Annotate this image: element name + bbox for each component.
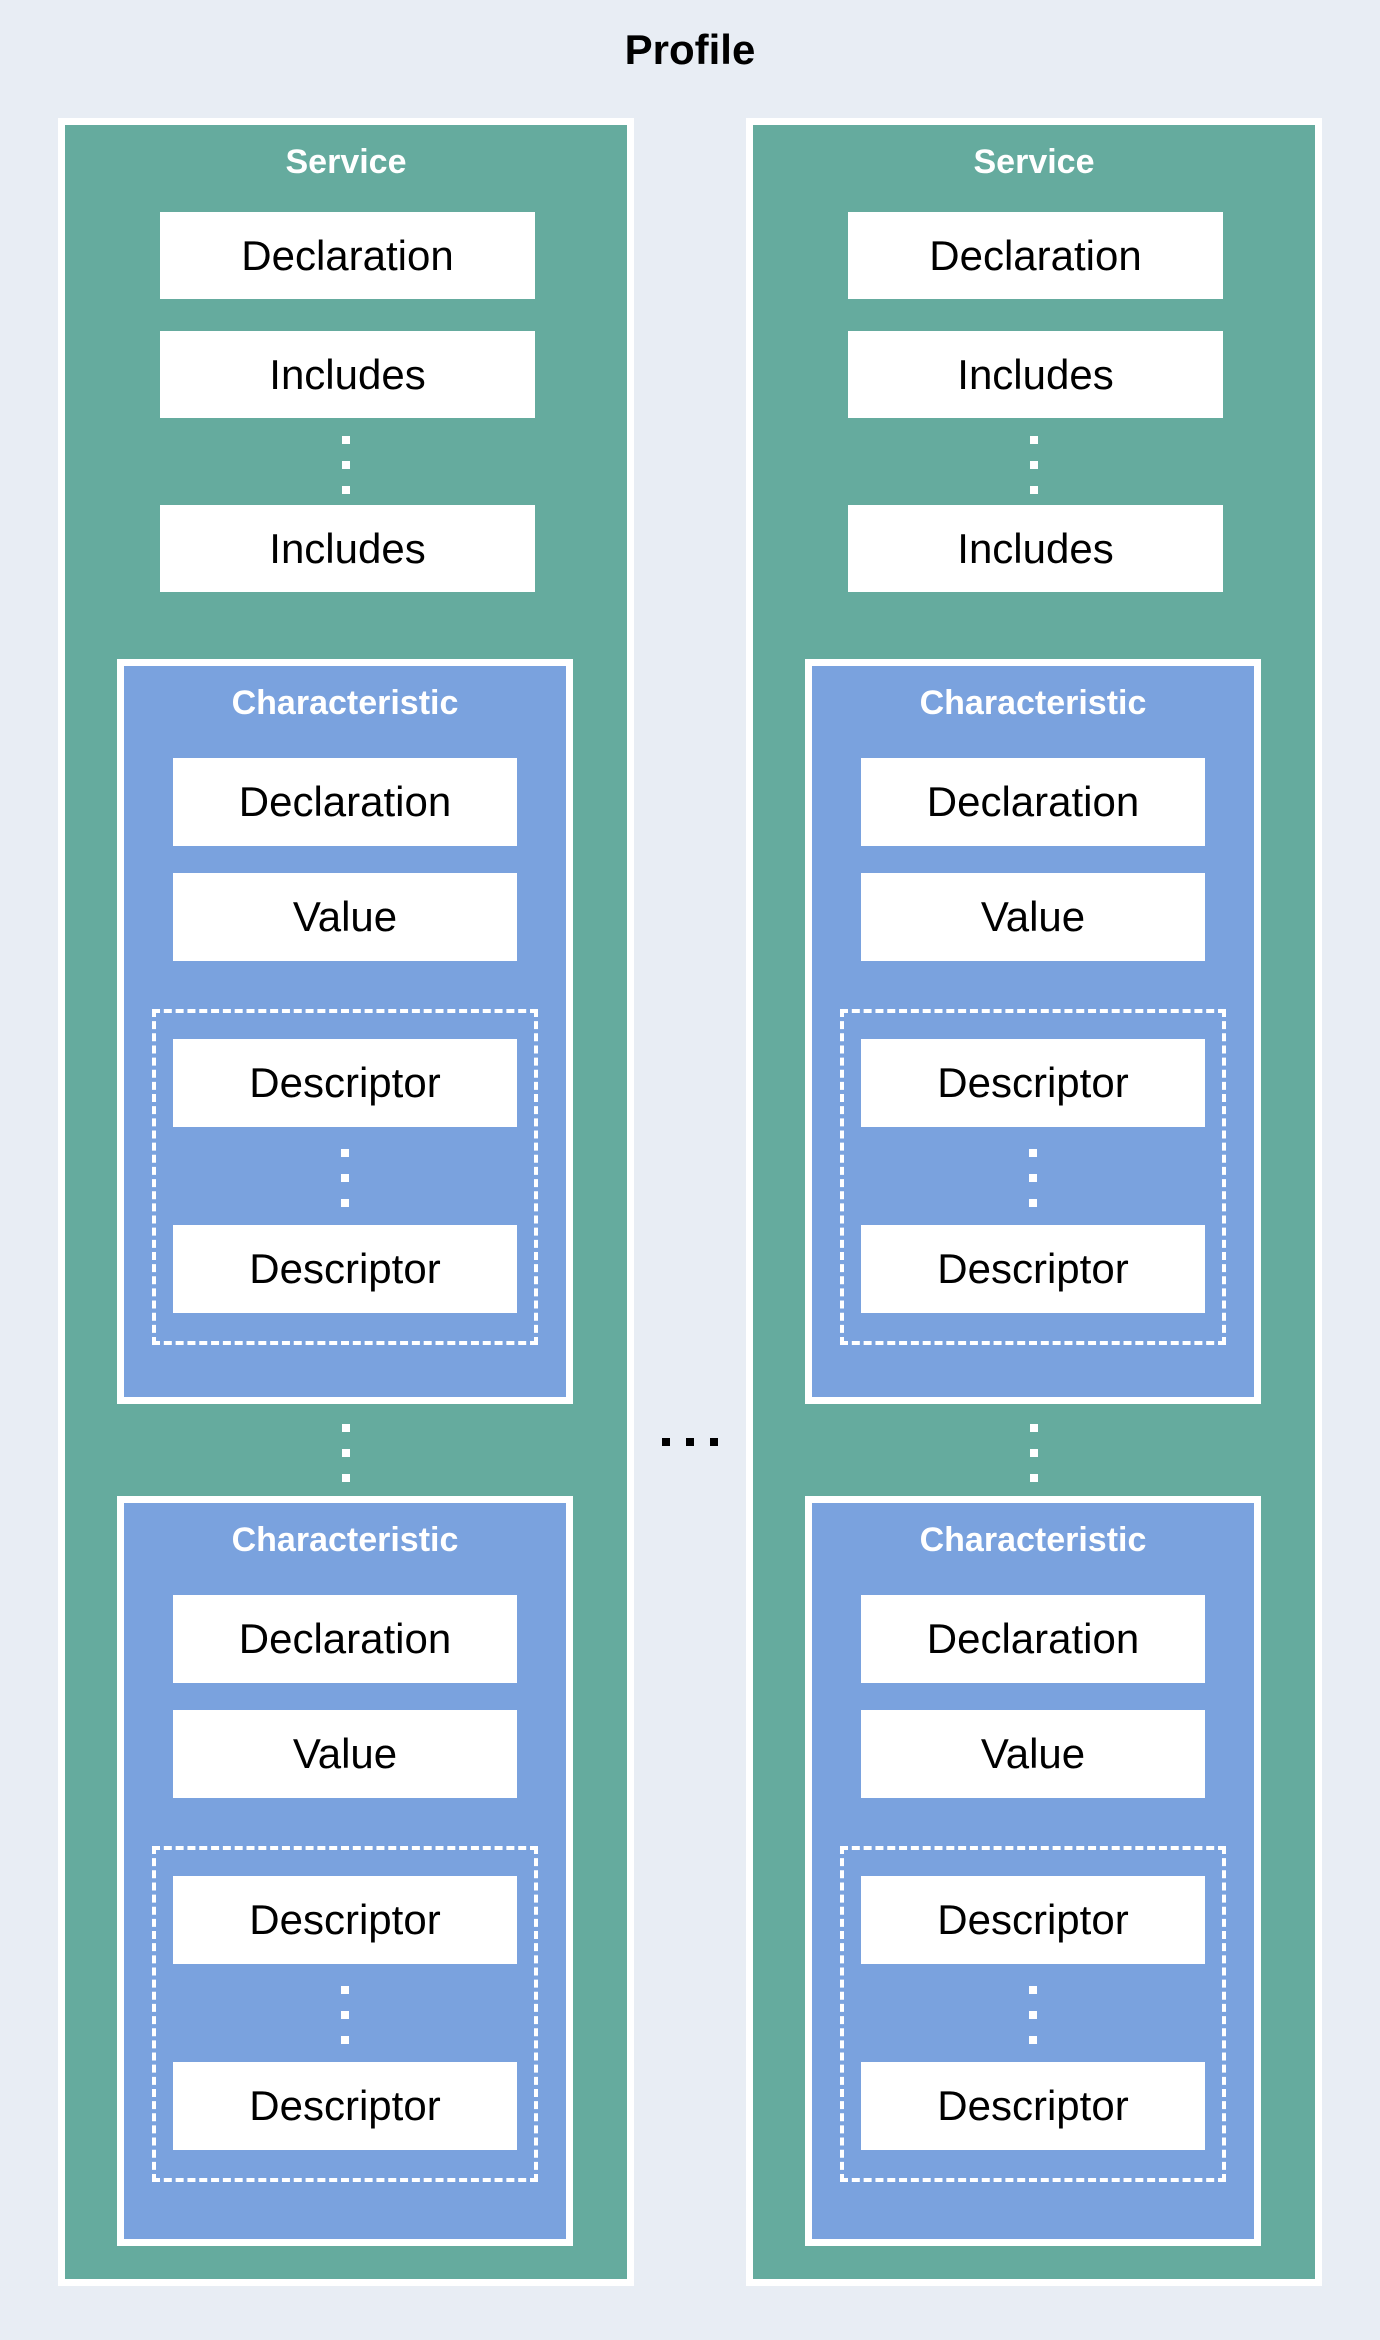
characteristic-value-box: Value — [861, 1710, 1205, 1798]
ellipsis-dot — [1029, 1986, 1037, 1994]
ellipsis-dot — [1029, 1199, 1037, 1207]
ellipsis-dot — [341, 2011, 349, 2019]
descriptor-group: Descriptor Descriptor — [840, 1009, 1226, 1345]
vertical-ellipsis-icon — [65, 436, 627, 494]
ellipsis-dot — [1030, 1474, 1038, 1482]
service-includes-box: Includes — [848, 331, 1223, 418]
descriptor-group: Descriptor Descriptor — [152, 1009, 538, 1345]
ellipsis-dot — [1029, 1174, 1037, 1182]
ellipsis-dot — [341, 1986, 349, 1994]
characteristic-value-box: Value — [861, 873, 1205, 961]
ellipsis-dot — [342, 486, 350, 494]
ellipsis-dot — [1030, 1449, 1038, 1457]
service-declaration-box: Declaration — [848, 212, 1223, 299]
descriptor-box: Descriptor — [861, 1876, 1205, 1964]
service-box: Service Declaration Includes Includes Ch… — [746, 118, 1322, 2286]
descriptor-box: Descriptor — [861, 2062, 1205, 2150]
ellipsis-dot — [342, 1424, 350, 1432]
ellipsis-dot — [1029, 2036, 1037, 2044]
service-includes-box: Includes — [848, 505, 1223, 592]
service-includes-box: Includes — [160, 331, 535, 418]
ellipsis-dot — [1030, 486, 1038, 494]
service-box: Service Declaration Includes Includes Ch… — [58, 118, 634, 2286]
vertical-ellipsis-icon — [65, 1424, 627, 1482]
vertical-ellipsis-icon — [753, 436, 1315, 494]
characteristic-declaration-box: Declaration — [173, 758, 517, 846]
ellipsis-dot — [1030, 461, 1038, 469]
ellipsis-dot — [662, 1438, 670, 1446]
descriptor-box: Descriptor — [861, 1039, 1205, 1127]
characteristic-value-box: Value — [173, 873, 517, 961]
service-includes-box: Includes — [160, 505, 535, 592]
service-title: Service — [973, 143, 1095, 181]
ellipsis-dot — [342, 461, 350, 469]
descriptor-box: Descriptor — [173, 1225, 517, 1313]
ellipsis-dot — [1029, 2011, 1037, 2019]
characteristic-value-box: Value — [173, 1710, 517, 1798]
vertical-ellipsis-icon — [844, 1986, 1222, 2044]
ellipsis-dot — [1029, 1149, 1037, 1157]
ellipsis-dot — [1030, 436, 1038, 444]
horizontal-ellipsis-icon — [662, 1438, 718, 1446]
ellipsis-dot — [342, 1474, 350, 1482]
vertical-ellipsis-icon — [844, 1149, 1222, 1207]
ellipsis-dot — [341, 1199, 349, 1207]
characteristic-title: Characteristic — [919, 684, 1147, 722]
service-declaration-box: Declaration — [160, 212, 535, 299]
ellipsis-dot — [341, 2036, 349, 2044]
descriptor-box: Descriptor — [173, 1876, 517, 1964]
descriptor-group: Descriptor Descriptor — [152, 1846, 538, 2182]
ellipsis-dot — [686, 1438, 694, 1446]
characteristic-title: Characteristic — [231, 684, 459, 722]
ellipsis-dot — [1030, 1424, 1038, 1432]
ellipsis-dot — [341, 1149, 349, 1157]
characteristic-declaration-box: Declaration — [173, 1595, 517, 1683]
characteristic-box: Characteristic Declaration Value Descrip… — [117, 1496, 573, 2246]
descriptor-group: Descriptor Descriptor — [840, 1846, 1226, 2182]
vertical-ellipsis-icon — [156, 1986, 534, 2044]
vertical-ellipsis-icon — [156, 1149, 534, 1207]
ellipsis-dot — [341, 1174, 349, 1182]
characteristic-box: Characteristic Declaration Value Descrip… — [117, 659, 573, 1404]
characteristic-declaration-box: Declaration — [861, 758, 1205, 846]
service-title: Service — [285, 143, 407, 181]
characteristic-box: Characteristic Declaration Value Descrip… — [805, 659, 1261, 1404]
ellipsis-dot — [342, 436, 350, 444]
descriptor-box: Descriptor — [861, 1225, 1205, 1313]
characteristic-title: Characteristic — [919, 1521, 1147, 1559]
characteristic-title: Characteristic — [231, 1521, 459, 1559]
page-title: Profile — [624, 26, 756, 73]
ellipsis-dot — [710, 1438, 718, 1446]
descriptor-box: Descriptor — [173, 2062, 517, 2150]
vertical-ellipsis-icon — [753, 1424, 1315, 1482]
descriptor-box: Descriptor — [173, 1039, 517, 1127]
ellipsis-dot — [342, 1449, 350, 1457]
characteristic-box: Characteristic Declaration Value Descrip… — [805, 1496, 1261, 2246]
characteristic-declaration-box: Declaration — [861, 1595, 1205, 1683]
